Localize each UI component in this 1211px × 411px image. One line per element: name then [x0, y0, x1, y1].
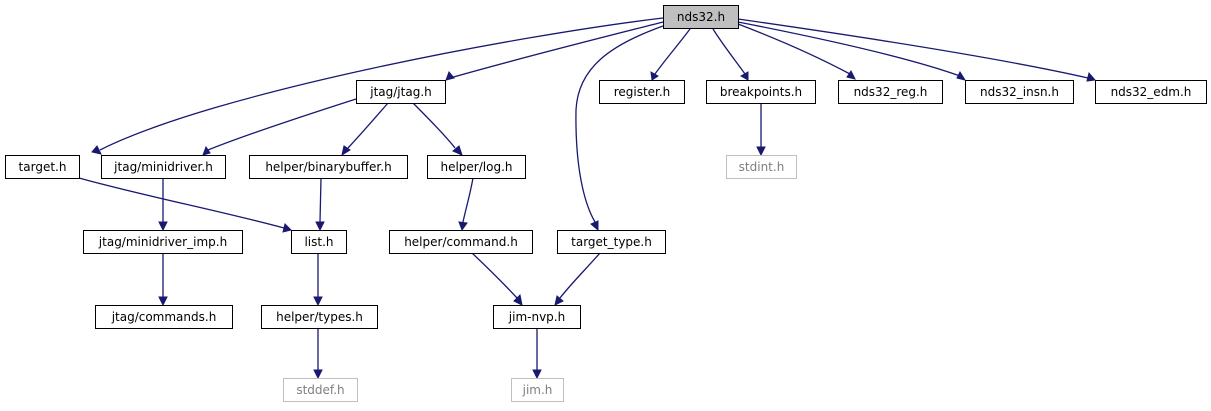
edge-helper-log-h-to-helper-command-h: [458, 177, 474, 232]
node-box[interactable]: [83, 230, 243, 254]
node-box[interactable]: [838, 80, 943, 104]
node-label: jtag/minidriver_imp.h: [98, 235, 227, 249]
node-helper-command-h[interactable]: helper/command.h: [389, 230, 533, 254]
node-box[interactable]: [356, 80, 446, 104]
node-jtag-minidriver-h[interactable]: jtag/minidriver.h: [101, 155, 226, 179]
edge-nds32-h-to-nds32-insn-h: [737, 21, 967, 81]
node-label: stddef.h: [296, 383, 344, 397]
edge-jtag-minidriver-h-to-jtag-minidriver-imp-h: [158, 178, 168, 232]
node-label: helper/log.h: [440, 160, 512, 174]
node-label: nds32_insn.h: [980, 85, 1059, 99]
node-breakpoints-h[interactable]: breakpoints.h: [706, 80, 816, 104]
edge-nds32-h-to-nds32-reg-h: [737, 23, 856, 80]
edge-nds32-h-to-register-h: [650, 28, 691, 81]
node-box[interactable]: [493, 305, 581, 329]
node-label: helper/binarybuffer.h: [265, 160, 391, 174]
node-label: jtag/minidriver.h: [113, 160, 213, 174]
node-label: jim-nvp.h: [508, 310, 565, 324]
node-label: stdint.h: [739, 160, 785, 174]
node-label: helper/types.h: [276, 310, 363, 324]
node-box[interactable]: [706, 80, 816, 104]
node-box[interactable]: [965, 80, 1074, 104]
edge-nds32-h-to-breakpoints-h: [712, 28, 749, 81]
node-jim-nvp-h[interactable]: jim-nvp.h: [493, 305, 581, 329]
node-label: jim.h: [522, 383, 553, 397]
node-box: [283, 378, 358, 402]
node-jtag-commands-h[interactable]: jtag/commands.h: [95, 305, 233, 329]
node-label: jtag/jtag.h: [369, 85, 431, 99]
edge-helper-types-h-to-stddef-h: [313, 328, 323, 380]
edge-nds32-h-to-nds32-edm-h: [737, 18, 1096, 82]
node-label: breakpoints.h: [720, 85, 802, 99]
node-nds32-insn-h[interactable]: nds32_insn.h: [965, 80, 1074, 104]
node-box[interactable]: [427, 155, 526, 179]
node-stddef-h: stddef.h: [283, 378, 358, 402]
node-list-h[interactable]: list.h: [291, 230, 347, 254]
edge-jtag-minidriver-imp-h-to-jtag-commands-h: [158, 253, 168, 307]
node-jim-h: jim.h: [511, 378, 564, 402]
node-box[interactable]: [5, 155, 80, 179]
edge-nds32-h-to-jtag-jtag-h: [445, 21, 664, 81]
node-box: [511, 378, 564, 402]
edge-nds32-h-to-target-type-h: [575, 25, 664, 232]
node-box[interactable]: [1095, 80, 1207, 104]
node-label: jtag/commands.h: [111, 310, 217, 324]
node-label: nds32.h: [677, 10, 725, 24]
node-helper-binarybuffer-h[interactable]: helper/binarybuffer.h: [249, 155, 408, 179]
node-box[interactable]: [249, 155, 408, 179]
node-label: target_type.h: [571, 235, 652, 249]
node-jtag-minidriver-imp-h[interactable]: jtag/minidriver_imp.h: [83, 230, 243, 254]
edge-target-h-to-list-h: [78, 177, 292, 233]
node-nds32-reg-h[interactable]: nds32_reg.h: [838, 80, 943, 104]
node-nds32-edm-h[interactable]: nds32_edm.h: [1095, 80, 1207, 104]
graph-edges: [78, 17, 1096, 380]
edge-jtag-jtag-h-to-jtag-minidriver-h: [202, 98, 357, 156]
node-box[interactable]: [389, 230, 533, 254]
node-target-type-h[interactable]: target_type.h: [557, 230, 666, 254]
node-register-h[interactable]: register.h: [599, 80, 685, 104]
edge-list-h-to-helper-types-h: [313, 253, 323, 307]
node-jtag-jtag-h[interactable]: jtag/jtag.h: [356, 80, 446, 104]
node-box[interactable]: [599, 80, 685, 104]
node-box[interactable]: [557, 230, 666, 254]
node-box[interactable]: [101, 155, 226, 179]
node-box[interactable]: [291, 230, 347, 254]
node-label: nds32_edm.h: [1111, 85, 1192, 99]
node-nds32-h: nds32.h: [663, 5, 739, 29]
edge-jim-nvp-h-to-jim-h: [532, 328, 542, 380]
node-target-h[interactable]: target.h: [5, 155, 80, 179]
node-helper-types-h[interactable]: helper/types.h: [261, 305, 378, 329]
node-label: nds32_reg.h: [854, 85, 928, 99]
edge-helper-binarybuffer-h-to-list-h: [315, 177, 325, 232]
node-label: list.h: [304, 235, 333, 249]
node-stdint-h: stdint.h: [726, 155, 797, 179]
edge-target-type-h-to-jim-nvp-h: [554, 252, 601, 306]
node-box: [726, 155, 797, 179]
node-label: helper/command.h: [404, 235, 518, 249]
edge-jtag-jtag-h-to-helper-binarybuffer-h: [341, 102, 389, 157]
node-helper-log-h[interactable]: helper/log.h: [427, 155, 526, 179]
node-box[interactable]: [261, 305, 378, 329]
node-box: [663, 5, 739, 29]
edge-jtag-jtag-h-to-helper-log-h: [412, 102, 463, 156]
edge-breakpoints-h-to-stdint-h: [756, 103, 766, 157]
node-label: register.h: [614, 85, 671, 99]
node-box[interactable]: [95, 305, 233, 329]
node-label: target.h: [19, 160, 67, 174]
graph-nodes: nds32.h target.h jtag/jtag.h register.h brea…: [5, 5, 1207, 402]
edge-helper-command-h-to-jim-nvp-h: [471, 252, 523, 306]
edge-nds32-h-to-target-h: [91, 17, 664, 155]
